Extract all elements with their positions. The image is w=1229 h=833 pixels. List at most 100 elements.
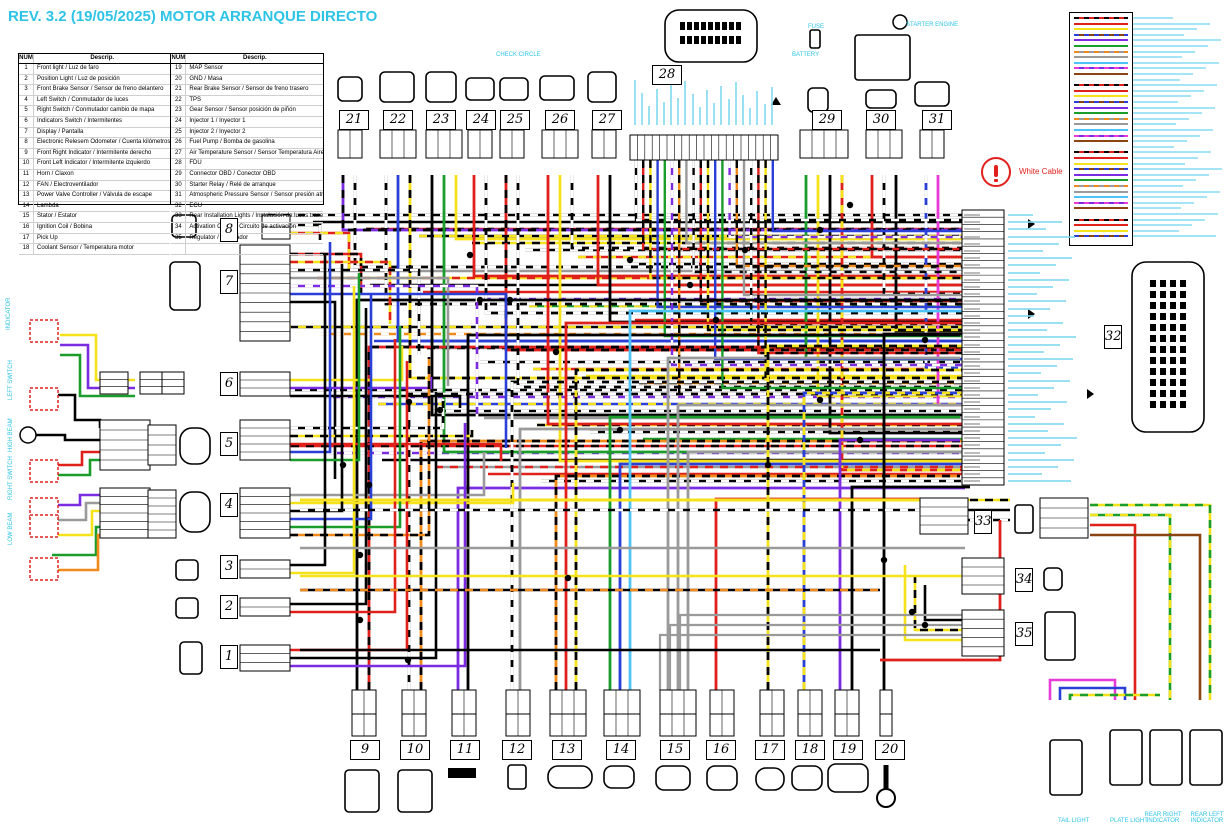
color-key-description-line xyxy=(1133,151,1211,154)
legend-row-num: 27 xyxy=(171,148,187,159)
connector-block xyxy=(603,713,641,737)
connector-block xyxy=(351,713,377,737)
connector-block xyxy=(337,129,363,159)
connector-housing xyxy=(239,644,291,672)
rear-light-bulb-icon xyxy=(1109,729,1143,786)
wire xyxy=(666,356,960,690)
ecu-pin-description-line xyxy=(1008,228,1046,231)
color-key-swatch xyxy=(1074,218,1128,221)
fdu-pin-icon xyxy=(701,36,706,44)
color-key-swatch xyxy=(1074,45,1128,47)
legend-header-num: NUM xyxy=(171,54,187,63)
wire-junction-dot xyxy=(686,281,694,289)
color-key-description-line xyxy=(1133,67,1206,70)
switch-box-icon xyxy=(29,387,59,411)
ecu-pin-icon xyxy=(1180,357,1186,364)
connector-block xyxy=(799,129,849,159)
wire xyxy=(290,442,503,461)
color-key-description-line xyxy=(1133,140,1187,143)
wire-junction-dot xyxy=(404,656,412,664)
color-key-swatch xyxy=(1074,84,1128,87)
fdu-pin-description-line xyxy=(648,106,651,125)
legend-row-num: 8 xyxy=(19,138,34,148)
ecu-pin-color-label xyxy=(964,358,980,360)
legend-row-text: Connector OBD / Conector OBD xyxy=(189,170,276,177)
connector-number-33: 33 xyxy=(974,510,992,534)
ecu-pin-description-line xyxy=(1008,242,1059,245)
fdu-pin-description-line xyxy=(749,108,752,125)
wire-stripe xyxy=(728,160,970,239)
legend-row-num: 29 xyxy=(171,169,187,180)
connector-block xyxy=(919,497,969,535)
battery-label: BATTERY xyxy=(792,52,820,58)
legend-row-text: GND / Masa xyxy=(189,75,223,82)
connector-block xyxy=(591,129,617,159)
ecu-pin-icon xyxy=(1180,324,1186,331)
connector-block xyxy=(659,713,697,737)
switch-box-icon xyxy=(29,459,59,483)
ecu-pin-description-line xyxy=(1008,314,1034,317)
color-key-swatch xyxy=(1074,123,1128,126)
fdu-pin-description-line xyxy=(662,102,665,125)
connector-block xyxy=(961,609,1005,657)
legend-row-num: 26 xyxy=(171,138,187,148)
color-key-description-line xyxy=(1133,218,1205,221)
wire-stripe xyxy=(290,430,474,438)
legend-row-num xyxy=(171,244,187,254)
fdu-pin-description-line xyxy=(763,104,766,125)
legend-row-num: 23 xyxy=(171,106,187,116)
ecu-pin-description-line xyxy=(1008,401,1067,404)
legend-row-text: Position Light / Luz de posición xyxy=(37,75,120,82)
ecu-pin-icon xyxy=(1170,368,1176,375)
fdu-pin-description-line xyxy=(684,81,687,125)
fdu-pin-description-line xyxy=(713,103,716,125)
wire-junction-dot xyxy=(564,574,572,582)
wire-stripe xyxy=(1090,513,1172,700)
connector-housing xyxy=(865,129,903,159)
connector-number-34: 34 xyxy=(1015,568,1033,592)
wire xyxy=(52,450,100,467)
wire xyxy=(1090,533,1202,700)
ecu-pin-color-label xyxy=(964,394,980,396)
ecu-pin-description-line xyxy=(1008,250,1043,252)
wire xyxy=(596,175,970,287)
color-key-swatch xyxy=(1074,173,1128,176)
fdu-pin-icon xyxy=(729,22,734,30)
connector-housing xyxy=(99,371,129,395)
connector-number-21: 21 xyxy=(339,110,369,130)
connector-block xyxy=(549,689,587,719)
connector-block xyxy=(541,129,579,159)
connector-block xyxy=(865,129,903,159)
color-key-description-line xyxy=(1133,73,1193,75)
ecu-pin-icon xyxy=(1150,335,1156,342)
legend-row-text: FDU xyxy=(189,160,202,167)
ecu-pin-icon xyxy=(1150,346,1156,353)
color-key-swatch xyxy=(1074,101,1128,103)
wire-stripe xyxy=(913,575,965,632)
legend-row-text: Activation Circuit / Circuito de activac… xyxy=(189,223,297,230)
ecu-pin-color-label xyxy=(964,221,980,224)
legend-row-num: 12 xyxy=(19,180,34,191)
ecu-pin-icon xyxy=(1170,280,1176,287)
wire-junction-dot xyxy=(921,621,929,629)
fdu-pin-icon xyxy=(715,22,720,30)
connectors-layer xyxy=(99,129,1089,737)
ecu-pin-color-label xyxy=(964,214,980,216)
color-key-swatch xyxy=(1074,190,1128,193)
wire xyxy=(685,160,970,245)
wire-stripe xyxy=(554,474,960,690)
fdu-pin-description-line xyxy=(720,86,723,125)
connector-housing xyxy=(139,371,163,395)
color-key-description-line xyxy=(1133,168,1222,171)
color-key-swatch xyxy=(1074,162,1128,165)
ecu-pin-icon xyxy=(1150,313,1156,320)
legend-row-num: 20 xyxy=(171,74,187,85)
ecu-pin-color-label xyxy=(964,437,980,440)
fdu-pin-description-line xyxy=(670,85,672,125)
wire-stripe xyxy=(290,252,363,293)
